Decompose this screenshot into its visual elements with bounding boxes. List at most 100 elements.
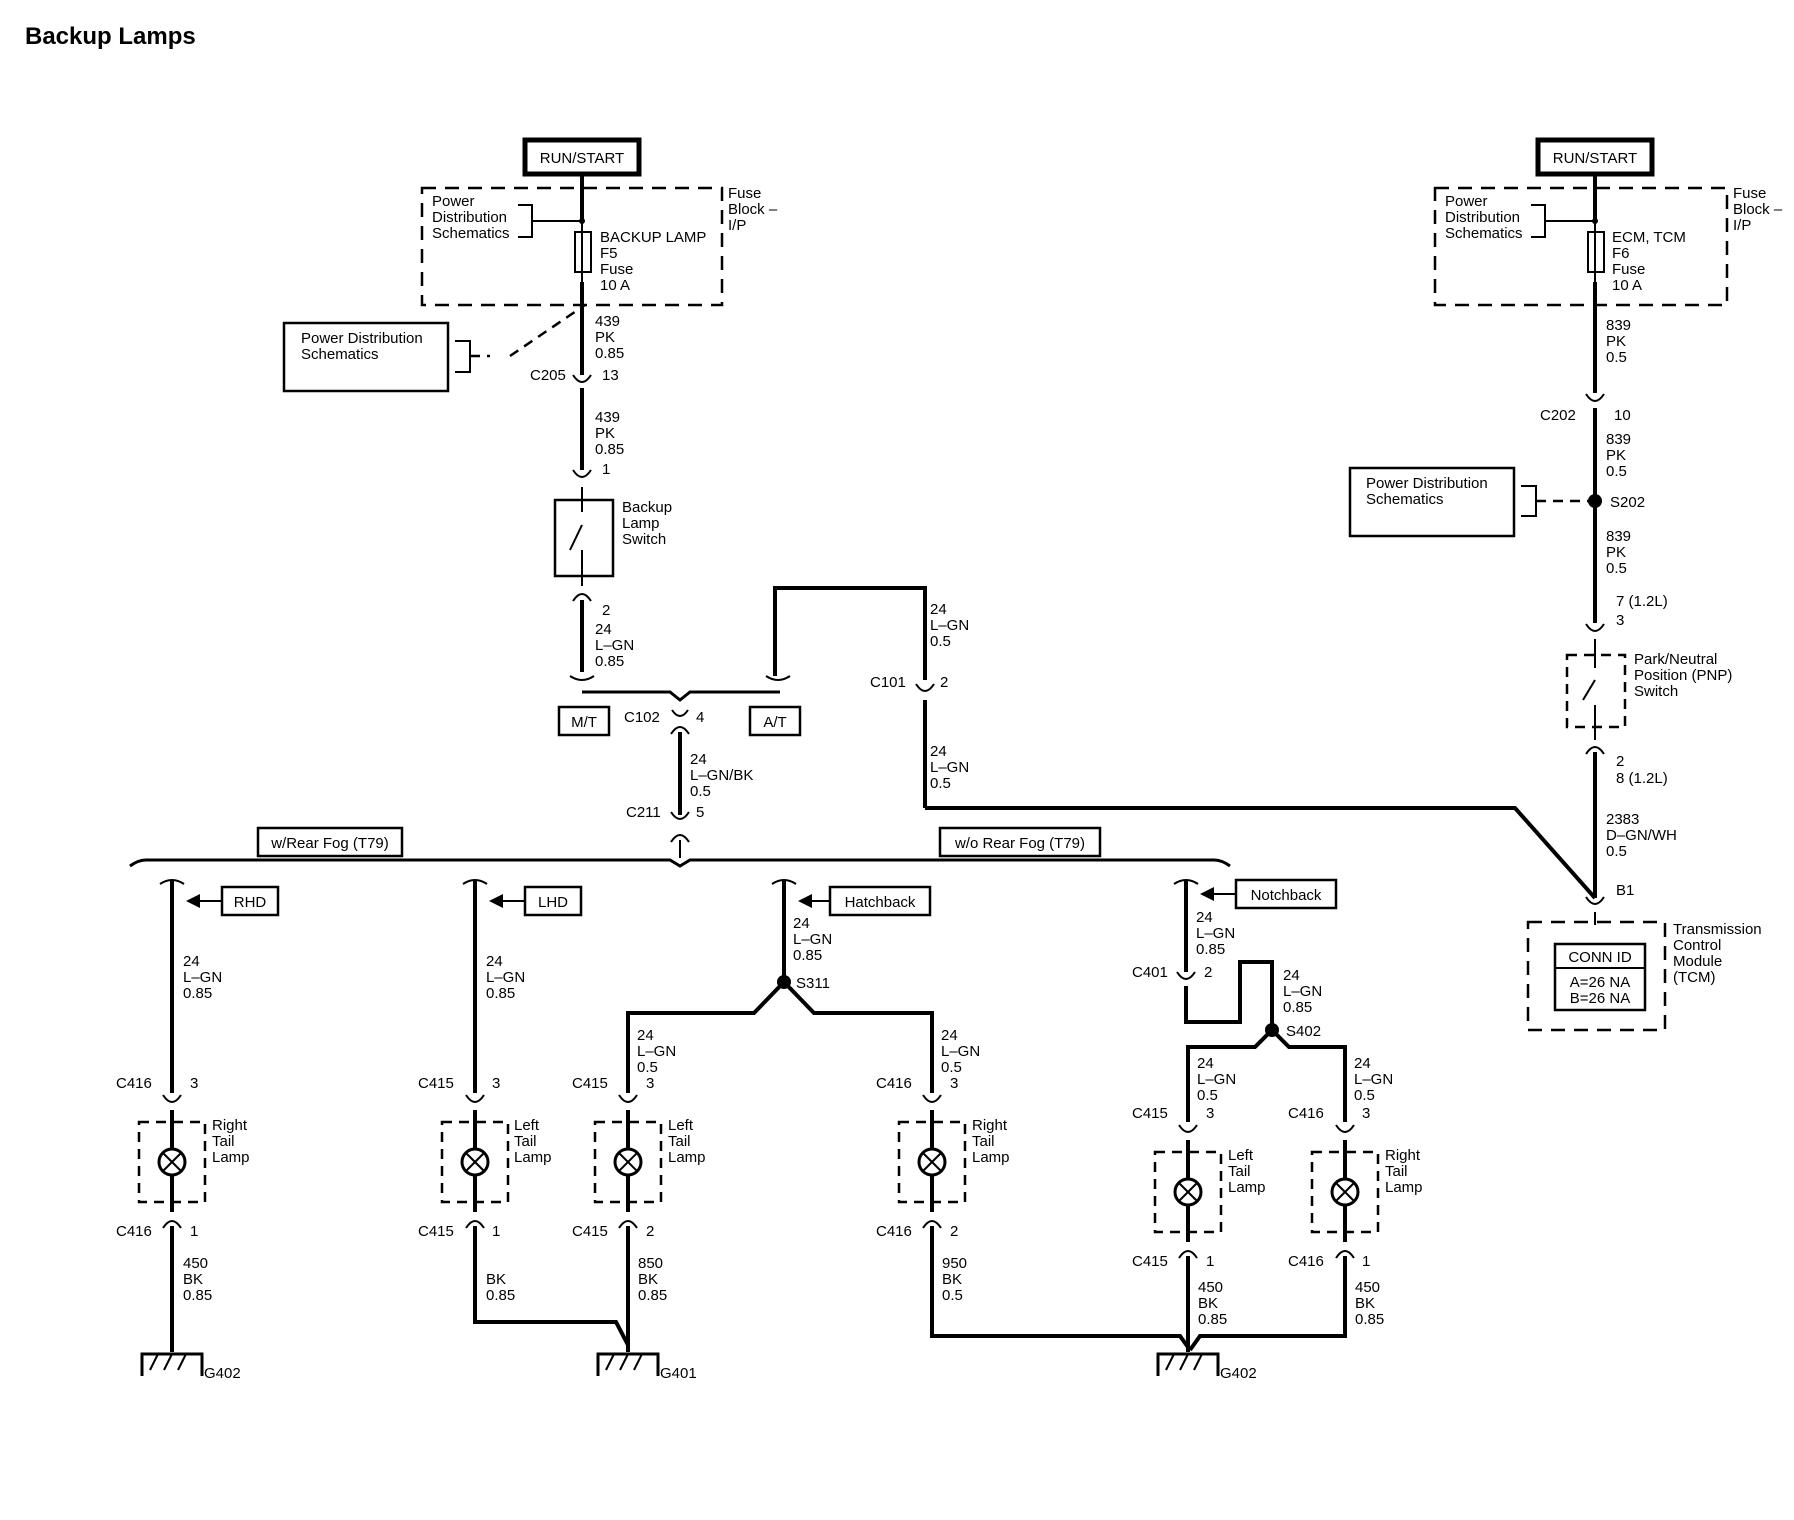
svg-text:Power: Power — [1445, 193, 1488, 210]
svg-text:C415: C415 — [572, 1075, 608, 1092]
svg-text:0.5: 0.5 — [1606, 843, 1627, 860]
svg-text:0.5: 0.5 — [930, 633, 951, 650]
svg-text:8 (1.2L): 8 (1.2L) — [1616, 770, 1668, 787]
svg-text:L–GN/BK: L–GN/BK — [690, 767, 753, 784]
svg-text:L–GN: L–GN — [793, 931, 832, 948]
svg-text:0.5: 0.5 — [1606, 349, 1627, 366]
svg-text:L–GN: L–GN — [930, 759, 969, 776]
svg-text:L–GN: L–GN — [595, 637, 634, 654]
svg-text:Tail: Tail — [668, 1133, 691, 1150]
right-pds-box: Power Distribution Schematics — [1348, 466, 1590, 538]
svg-text:F5: F5 — [600, 245, 618, 262]
svg-text:0.85: 0.85 — [595, 653, 624, 670]
svg-text:24: 24 — [486, 953, 503, 970]
svg-text:S402: S402 — [1286, 1023, 1321, 1040]
svg-text:C202: C202 — [1540, 407, 1576, 424]
svg-text:3: 3 — [1616, 612, 1624, 629]
without-fog-box: w/o Rear Fog (T79) — [938, 826, 1102, 858]
svg-text:BK: BK — [638, 1271, 658, 1288]
svg-text:Distribution: Distribution — [432, 209, 507, 226]
svg-text:0.85: 0.85 — [183, 1287, 212, 1304]
svg-text:24: 24 — [1354, 1055, 1371, 1072]
mt-box: M/T — [557, 705, 611, 737]
svg-text:Tail: Tail — [514, 1133, 537, 1150]
svg-text:L–GN: L–GN — [1283, 983, 1322, 1000]
left-fuse-block — [420, 186, 724, 307]
svg-text:2: 2 — [940, 674, 948, 691]
svg-text:2: 2 — [1616, 753, 1624, 770]
svg-text:C205: C205 — [530, 367, 566, 384]
svg-text:(TCM): (TCM) — [1673, 969, 1715, 986]
svg-text:M/T: M/T — [571, 714, 597, 731]
svg-text:0.5: 0.5 — [1197, 1087, 1218, 1104]
svg-text:10: 10 — [1614, 407, 1631, 424]
svg-text:Switch: Switch — [622, 531, 666, 548]
svg-text:C415: C415 — [1132, 1253, 1168, 1270]
svg-text:7 (1.2L): 7 (1.2L) — [1616, 593, 1668, 610]
svg-text:Schematics: Schematics — [301, 346, 379, 363]
svg-text:450: 450 — [183, 1255, 208, 1272]
svg-text:3: 3 — [492, 1075, 500, 1092]
svg-text:439: 439 — [595, 313, 620, 330]
svg-text:C415: C415 — [418, 1223, 454, 1240]
svg-text:B1: B1 — [1616, 882, 1634, 899]
svg-text:3: 3 — [646, 1075, 654, 1092]
svg-text:0.85: 0.85 — [1283, 999, 1312, 1016]
splice-s202 — [1588, 494, 1602, 508]
svg-text:1: 1 — [1362, 1253, 1370, 1270]
svg-text:3: 3 — [950, 1075, 958, 1092]
svg-text:0.85: 0.85 — [183, 985, 212, 1002]
svg-text:Control: Control — [1673, 937, 1721, 954]
svg-text:2: 2 — [646, 1223, 654, 1240]
svg-text:C416: C416 — [1288, 1253, 1324, 1270]
svg-text:Schematics: Schematics — [432, 225, 510, 242]
svg-text:w/o Rear Fog (T79): w/o Rear Fog (T79) — [954, 835, 1085, 852]
svg-text:5: 5 — [696, 804, 704, 821]
svg-text:0.5: 0.5 — [1606, 560, 1627, 577]
svg-text:24: 24 — [1197, 1055, 1214, 1072]
svg-text:10 A: 10 A — [600, 277, 630, 294]
svg-text:C416: C416 — [876, 1223, 912, 1240]
svg-text:Hatchback: Hatchback — [845, 894, 916, 911]
svg-text:Power: Power — [432, 193, 475, 210]
backup-lamp-switch: Backup Lamp Switch — [553, 487, 672, 586]
svg-text:0.5: 0.5 — [941, 1059, 962, 1076]
svg-text:2383: 2383 — [1606, 811, 1639, 828]
svg-text:Block –: Block – — [728, 201, 778, 218]
ground-g402-right — [1156, 1352, 1220, 1378]
svg-text:Module: Module — [1673, 953, 1722, 970]
svg-text:2: 2 — [602, 602, 610, 619]
svg-text:1: 1 — [190, 1223, 198, 1240]
svg-text:BACKUP LAMP: BACKUP LAMP — [600, 229, 706, 246]
svg-text:C401: C401 — [1132, 964, 1168, 981]
svg-text:Lamp: Lamp — [1228, 1179, 1266, 1196]
svg-text:10 A: 10 A — [1612, 277, 1642, 294]
svg-text:1: 1 — [492, 1223, 500, 1240]
svg-text:Notchback: Notchback — [1251, 887, 1322, 904]
svg-text:BK: BK — [942, 1271, 962, 1288]
svg-text:PK: PK — [1606, 447, 1626, 464]
svg-text:B=26 NA: B=26 NA — [1570, 990, 1630, 1007]
svg-text:1: 1 — [1206, 1253, 1214, 1270]
svg-text:C415: C415 — [572, 1223, 608, 1240]
svg-text:S202: S202 — [1610, 494, 1645, 511]
svg-text:3: 3 — [1206, 1105, 1214, 1122]
svg-text:C416: C416 — [116, 1223, 152, 1240]
svg-text:0.85: 0.85 — [793, 947, 822, 964]
svg-text:Backup: Backup — [622, 499, 672, 516]
svg-text:Tail: Tail — [1385, 1163, 1408, 1180]
svg-text:A=26 NA: A=26 NA — [1570, 974, 1630, 991]
svg-text:BK: BK — [1355, 1295, 1375, 1312]
page-title: Backup Lamps — [25, 23, 196, 50]
svg-text:C416: C416 — [876, 1075, 912, 1092]
svg-text:24: 24 — [793, 915, 810, 932]
svg-text:L–GN: L–GN — [1354, 1071, 1393, 1088]
rhd-box: RHD — [220, 885, 280, 917]
svg-text:C416: C416 — [116, 1075, 152, 1092]
svg-text:0.85: 0.85 — [1196, 941, 1225, 958]
svg-text:Fuse: Fuse — [1733, 185, 1766, 202]
svg-text:Block –: Block – — [1733, 201, 1783, 218]
svg-text:Schematics: Schematics — [1366, 491, 1444, 508]
svg-text:C101: C101 — [870, 674, 906, 691]
svg-text:RUN/START: RUN/START — [1553, 150, 1637, 167]
